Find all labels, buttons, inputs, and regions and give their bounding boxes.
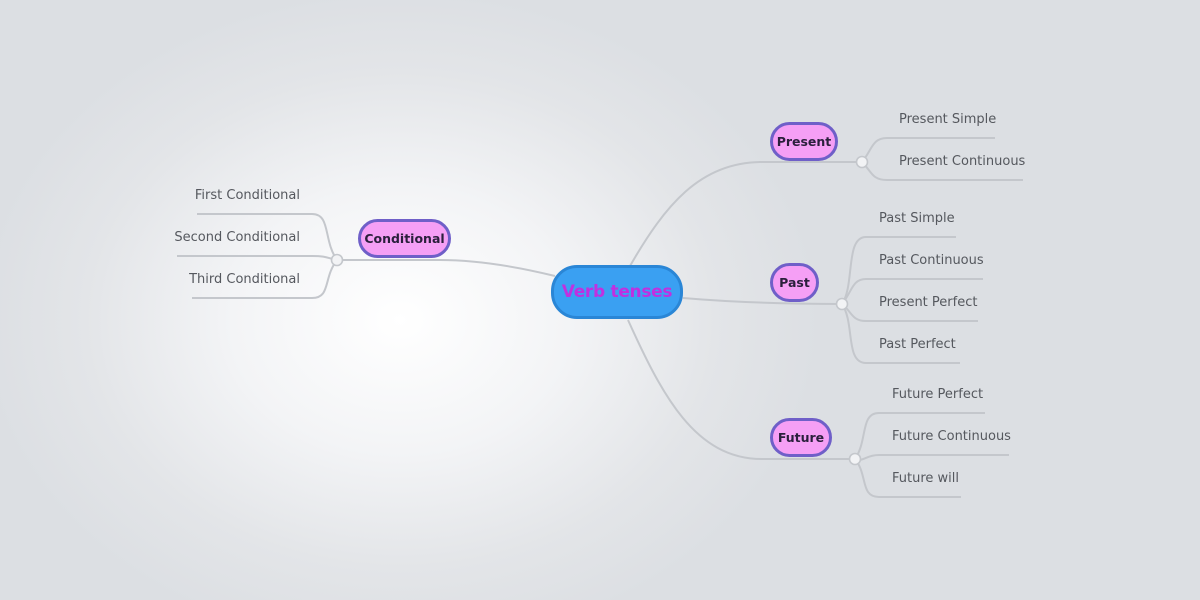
leaf-present-simple[interactable]: Present Simple xyxy=(899,112,997,127)
leaf-past-perfect[interactable]: Past Perfect xyxy=(879,337,956,352)
connector-past-simple xyxy=(841,236,956,305)
leaf-first-conditional[interactable]: First Conditional xyxy=(194,188,300,203)
junction-conditional[interactable] xyxy=(330,253,344,267)
connector-first-conditional xyxy=(197,213,338,261)
connector-root-past xyxy=(682,297,843,305)
leaf-present-continuous[interactable]: Present Continuous xyxy=(899,154,1026,169)
leaf-past-continuous[interactable]: Past Continuous xyxy=(879,253,984,268)
connector-third-conditional xyxy=(192,259,338,299)
junction-future[interactable] xyxy=(848,452,862,466)
leaf-future-continuous[interactable]: Future Continuous xyxy=(892,429,1011,444)
connector-root-future xyxy=(627,319,855,460)
connector-future-continuous xyxy=(854,454,1009,461)
root-node-verb-tenses[interactable]: Verb tenses xyxy=(551,265,683,319)
connector-root-conditional xyxy=(337,259,556,277)
connector-root-present xyxy=(629,161,862,267)
connector-second-conditional xyxy=(177,255,338,261)
leaf-third-conditional[interactable]: Third Conditional xyxy=(189,272,300,287)
branch-node-future[interactable]: Future xyxy=(770,418,832,457)
leaf-future-perfect[interactable]: Future Perfect xyxy=(892,387,984,402)
junction-past[interactable] xyxy=(835,297,849,311)
branch-node-past[interactable]: Past xyxy=(770,263,819,302)
branch-label-conditional: Conditional xyxy=(364,231,445,246)
branch-label-past: Past xyxy=(779,275,810,290)
branch-label-future: Future xyxy=(777,430,825,445)
leaf-present-perfect[interactable]: Present Perfect xyxy=(879,295,978,310)
leaf-second-conditional[interactable]: Second Conditional xyxy=(174,230,300,245)
leaf-past-simple[interactable]: Past Simple xyxy=(879,211,955,226)
junction-present[interactable] xyxy=(855,155,869,169)
connector-past-perfect xyxy=(841,303,960,364)
leaf-future-will[interactable]: Future will xyxy=(892,471,959,486)
root-node-label: Verb tenses xyxy=(561,282,673,302)
connector-future-perfect xyxy=(854,412,985,460)
branch-label-present: Present xyxy=(776,134,832,149)
branch-node-present[interactable]: Present xyxy=(770,122,838,161)
branch-node-conditional[interactable]: Conditional xyxy=(358,219,451,258)
